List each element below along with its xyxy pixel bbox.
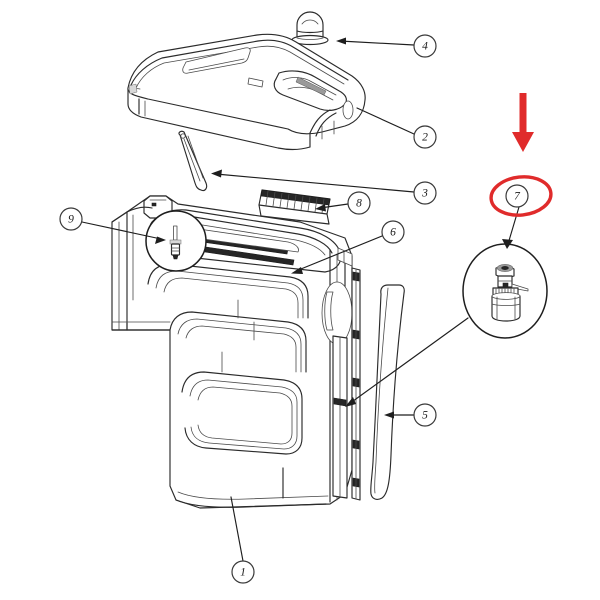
part-curved-trim-strip [370, 284, 405, 500]
balloon-4-label: 4 [422, 41, 428, 53]
balloon-3[interactable]: 3 [413, 181, 437, 205]
balloon-5-label: 5 [422, 410, 428, 422]
red-down-arrow-icon [512, 93, 534, 152]
balloon-1[interactable]: 1 [231, 560, 255, 584]
highlight-annotation [489, 93, 553, 217]
detail-view-valve-fitting [462, 243, 548, 339]
balloon-6-label: 6 [390, 227, 396, 239]
callout-balloons: 1 2 3 4 5 6 7 [59, 34, 529, 584]
balloon-9[interactable]: 9 [59, 207, 83, 231]
detail-view-fastener-screw [145, 210, 207, 272]
balloon-7-label: 7 [514, 191, 521, 203]
balloon-6[interactable]: 6 [381, 220, 405, 244]
part-dome-cap-plug [291, 11, 329, 46]
balloon-2-label: 2 [422, 132, 428, 144]
balloon-8[interactable]: 8 [347, 191, 371, 215]
balloon-4[interactable]: 4 [413, 34, 437, 58]
balloon-7[interactable]: 7 [505, 184, 529, 208]
balloon-3-label: 3 [421, 188, 428, 200]
fastener-screw-icon [169, 225, 182, 260]
part-upper-cover-lid [127, 33, 366, 150]
part-support-rod-strut [178, 130, 208, 192]
valve-fitting-icon [491, 264, 529, 322]
part-toothed-hinge-strip [258, 189, 331, 225]
balloon-9-label: 9 [68, 214, 74, 226]
housing-contour-ribs [147, 263, 309, 455]
balloon-2[interactable]: 2 [413, 125, 437, 149]
leader-lines [81, 37, 520, 562]
balloon-5[interactable]: 5 [413, 403, 437, 427]
balloon-1-label: 1 [240, 567, 246, 579]
balloon-8-label: 8 [356, 198, 362, 210]
